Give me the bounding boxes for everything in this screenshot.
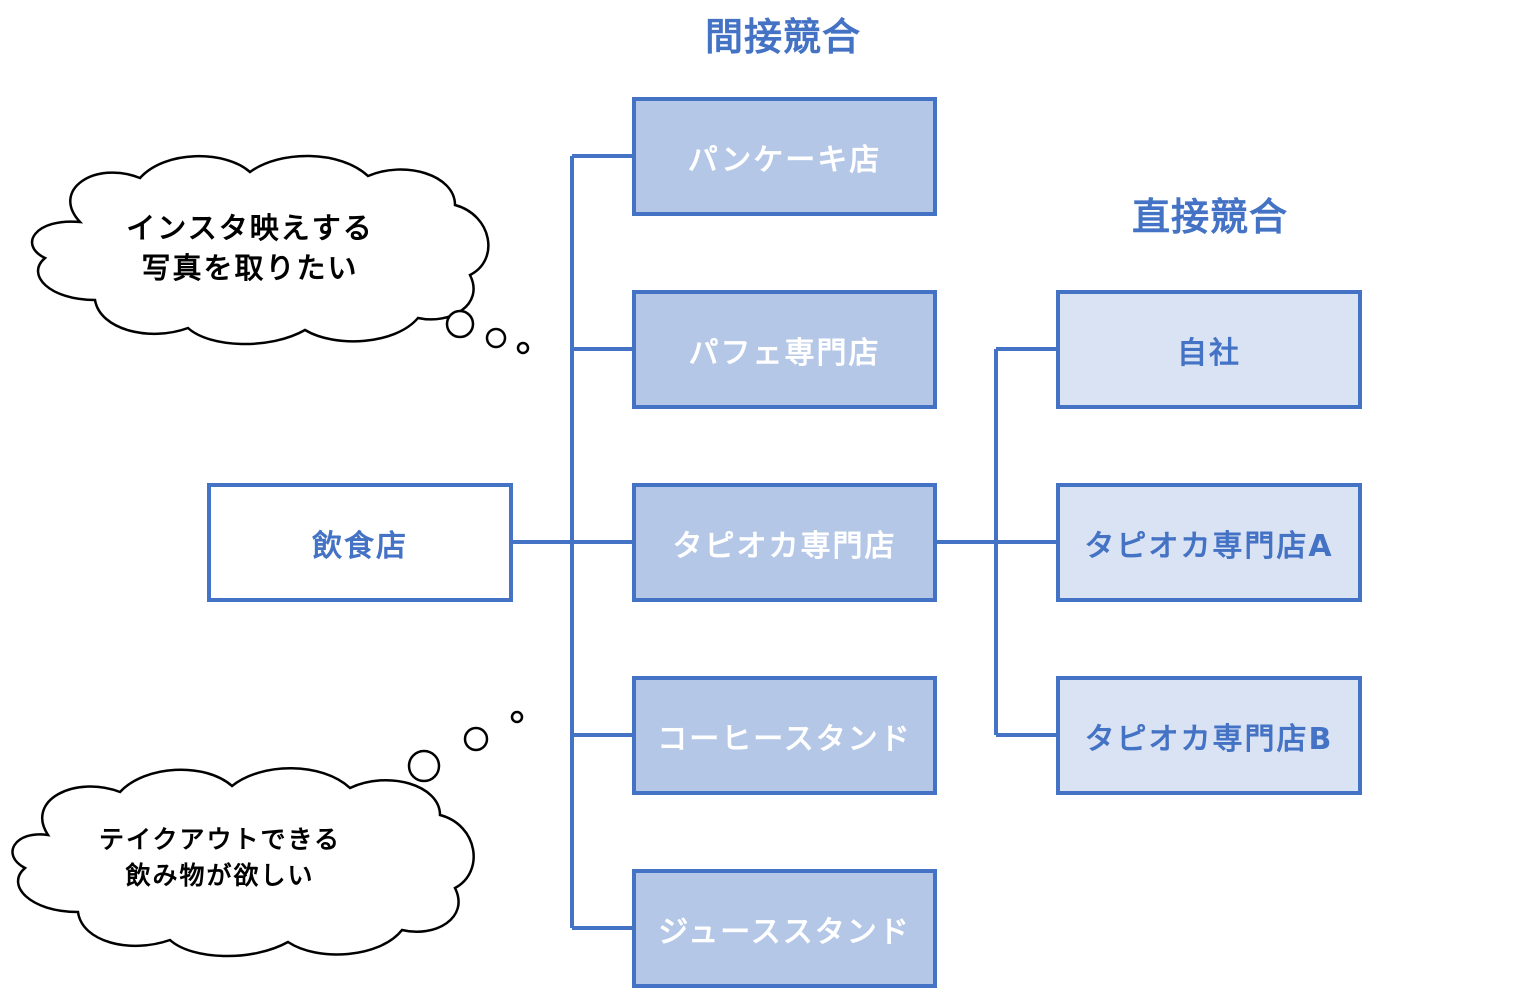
indirect-competition-heading: 間接競合 xyxy=(704,15,861,59)
thought-cloud-1 xyxy=(30,154,530,355)
thought-text-2: テイクアウトできる 飲み物が欲しい xyxy=(60,822,380,894)
root-node-restaurant: 飲食店 xyxy=(207,483,513,602)
direct-node-own-company: 自社 xyxy=(1056,290,1362,409)
direct-competition-heading: 直接競合 xyxy=(1131,195,1288,239)
thought-2-line-1: テイクアウトできる xyxy=(98,825,341,854)
indirect-node-pancake: パンケーキ店 xyxy=(632,97,937,216)
thought-2-line-2: 飲み物が欲しい xyxy=(125,861,315,890)
indirect-node-parfait: パフェ専門店 xyxy=(632,290,937,409)
indirect-node-juice-stand: ジューススタンド xyxy=(632,869,937,988)
thought-1-line-1: インスタ映えする xyxy=(126,211,374,245)
direct-node-tapioca-a: タピオカ専門店A xyxy=(1056,483,1362,602)
thought-1-line-2: 写真を取りたい xyxy=(141,251,359,285)
thought-cloud-2 xyxy=(11,710,524,958)
thought-text-1: インスタ映えする 写真を取りたい xyxy=(90,208,410,288)
indirect-node-coffee-stand: コーヒースタンド xyxy=(632,676,937,795)
direct-node-tapioca-b: タピオカ専門店B xyxy=(1056,676,1362,795)
indirect-node-tapioca: タピオカ専門店 xyxy=(632,483,937,602)
